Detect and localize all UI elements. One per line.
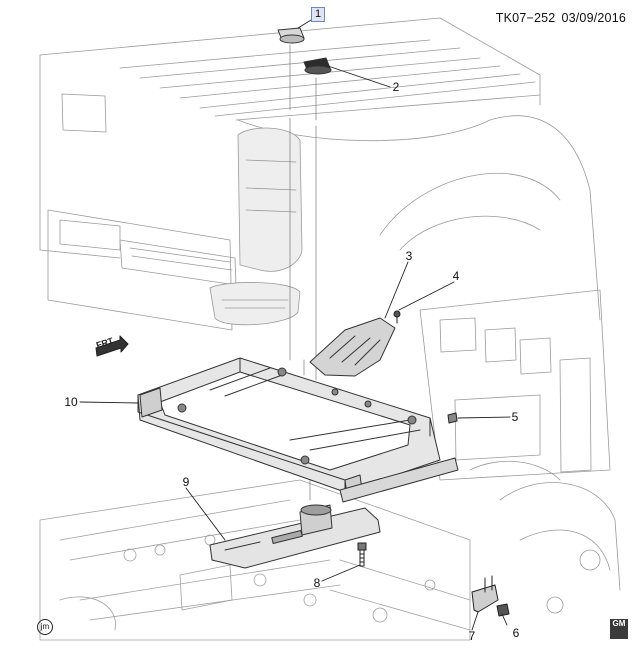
gm-logo: GM — [610, 619, 628, 639]
part-5-nut — [447, 412, 458, 424]
callout-9[interactable]: 9 — [182, 475, 190, 489]
part-6-bolt — [496, 603, 510, 617]
truck-bed-outline — [39, 17, 601, 331]
diagram-code: TK07−252 — [495, 11, 556, 25]
callout-7[interactable]: 7 — [468, 629, 476, 643]
callout-8[interactable]: 8 — [313, 576, 321, 590]
part-10-hitch-frame — [137, 357, 459, 503]
part-1-cap — [277, 27, 305, 44]
part-7-bracket — [471, 575, 499, 613]
part-2-cap — [303, 57, 332, 75]
gm-logo-text: GM — [612, 619, 626, 628]
jm-badge: jm — [37, 619, 53, 635]
underbody-frame-right — [419, 289, 621, 614]
callout-3[interactable]: 3 — [405, 249, 413, 263]
callout-6[interactable]: 6 — [512, 626, 520, 640]
callout-2[interactable]: 2 — [392, 80, 400, 94]
part-9-plate — [209, 504, 381, 569]
callout-4[interactable]: 4 — [452, 269, 460, 283]
part-3-cover — [309, 317, 396, 377]
callout-1[interactable]: 1 — [311, 7, 325, 22]
leader-lines — [79, 16, 511, 631]
part-4-screw — [393, 310, 401, 324]
callout-10[interactable]: 10 — [64, 395, 78, 409]
callout-5[interactable]: 5 — [511, 410, 519, 424]
part-8-bolt — [357, 542, 367, 567]
diagram-header: TK07−252 03/09/2016 — [496, 11, 626, 25]
front-direction-arrow — [95, 335, 129, 357]
diagram-date: 03/09/2016 — [561, 11, 626, 25]
